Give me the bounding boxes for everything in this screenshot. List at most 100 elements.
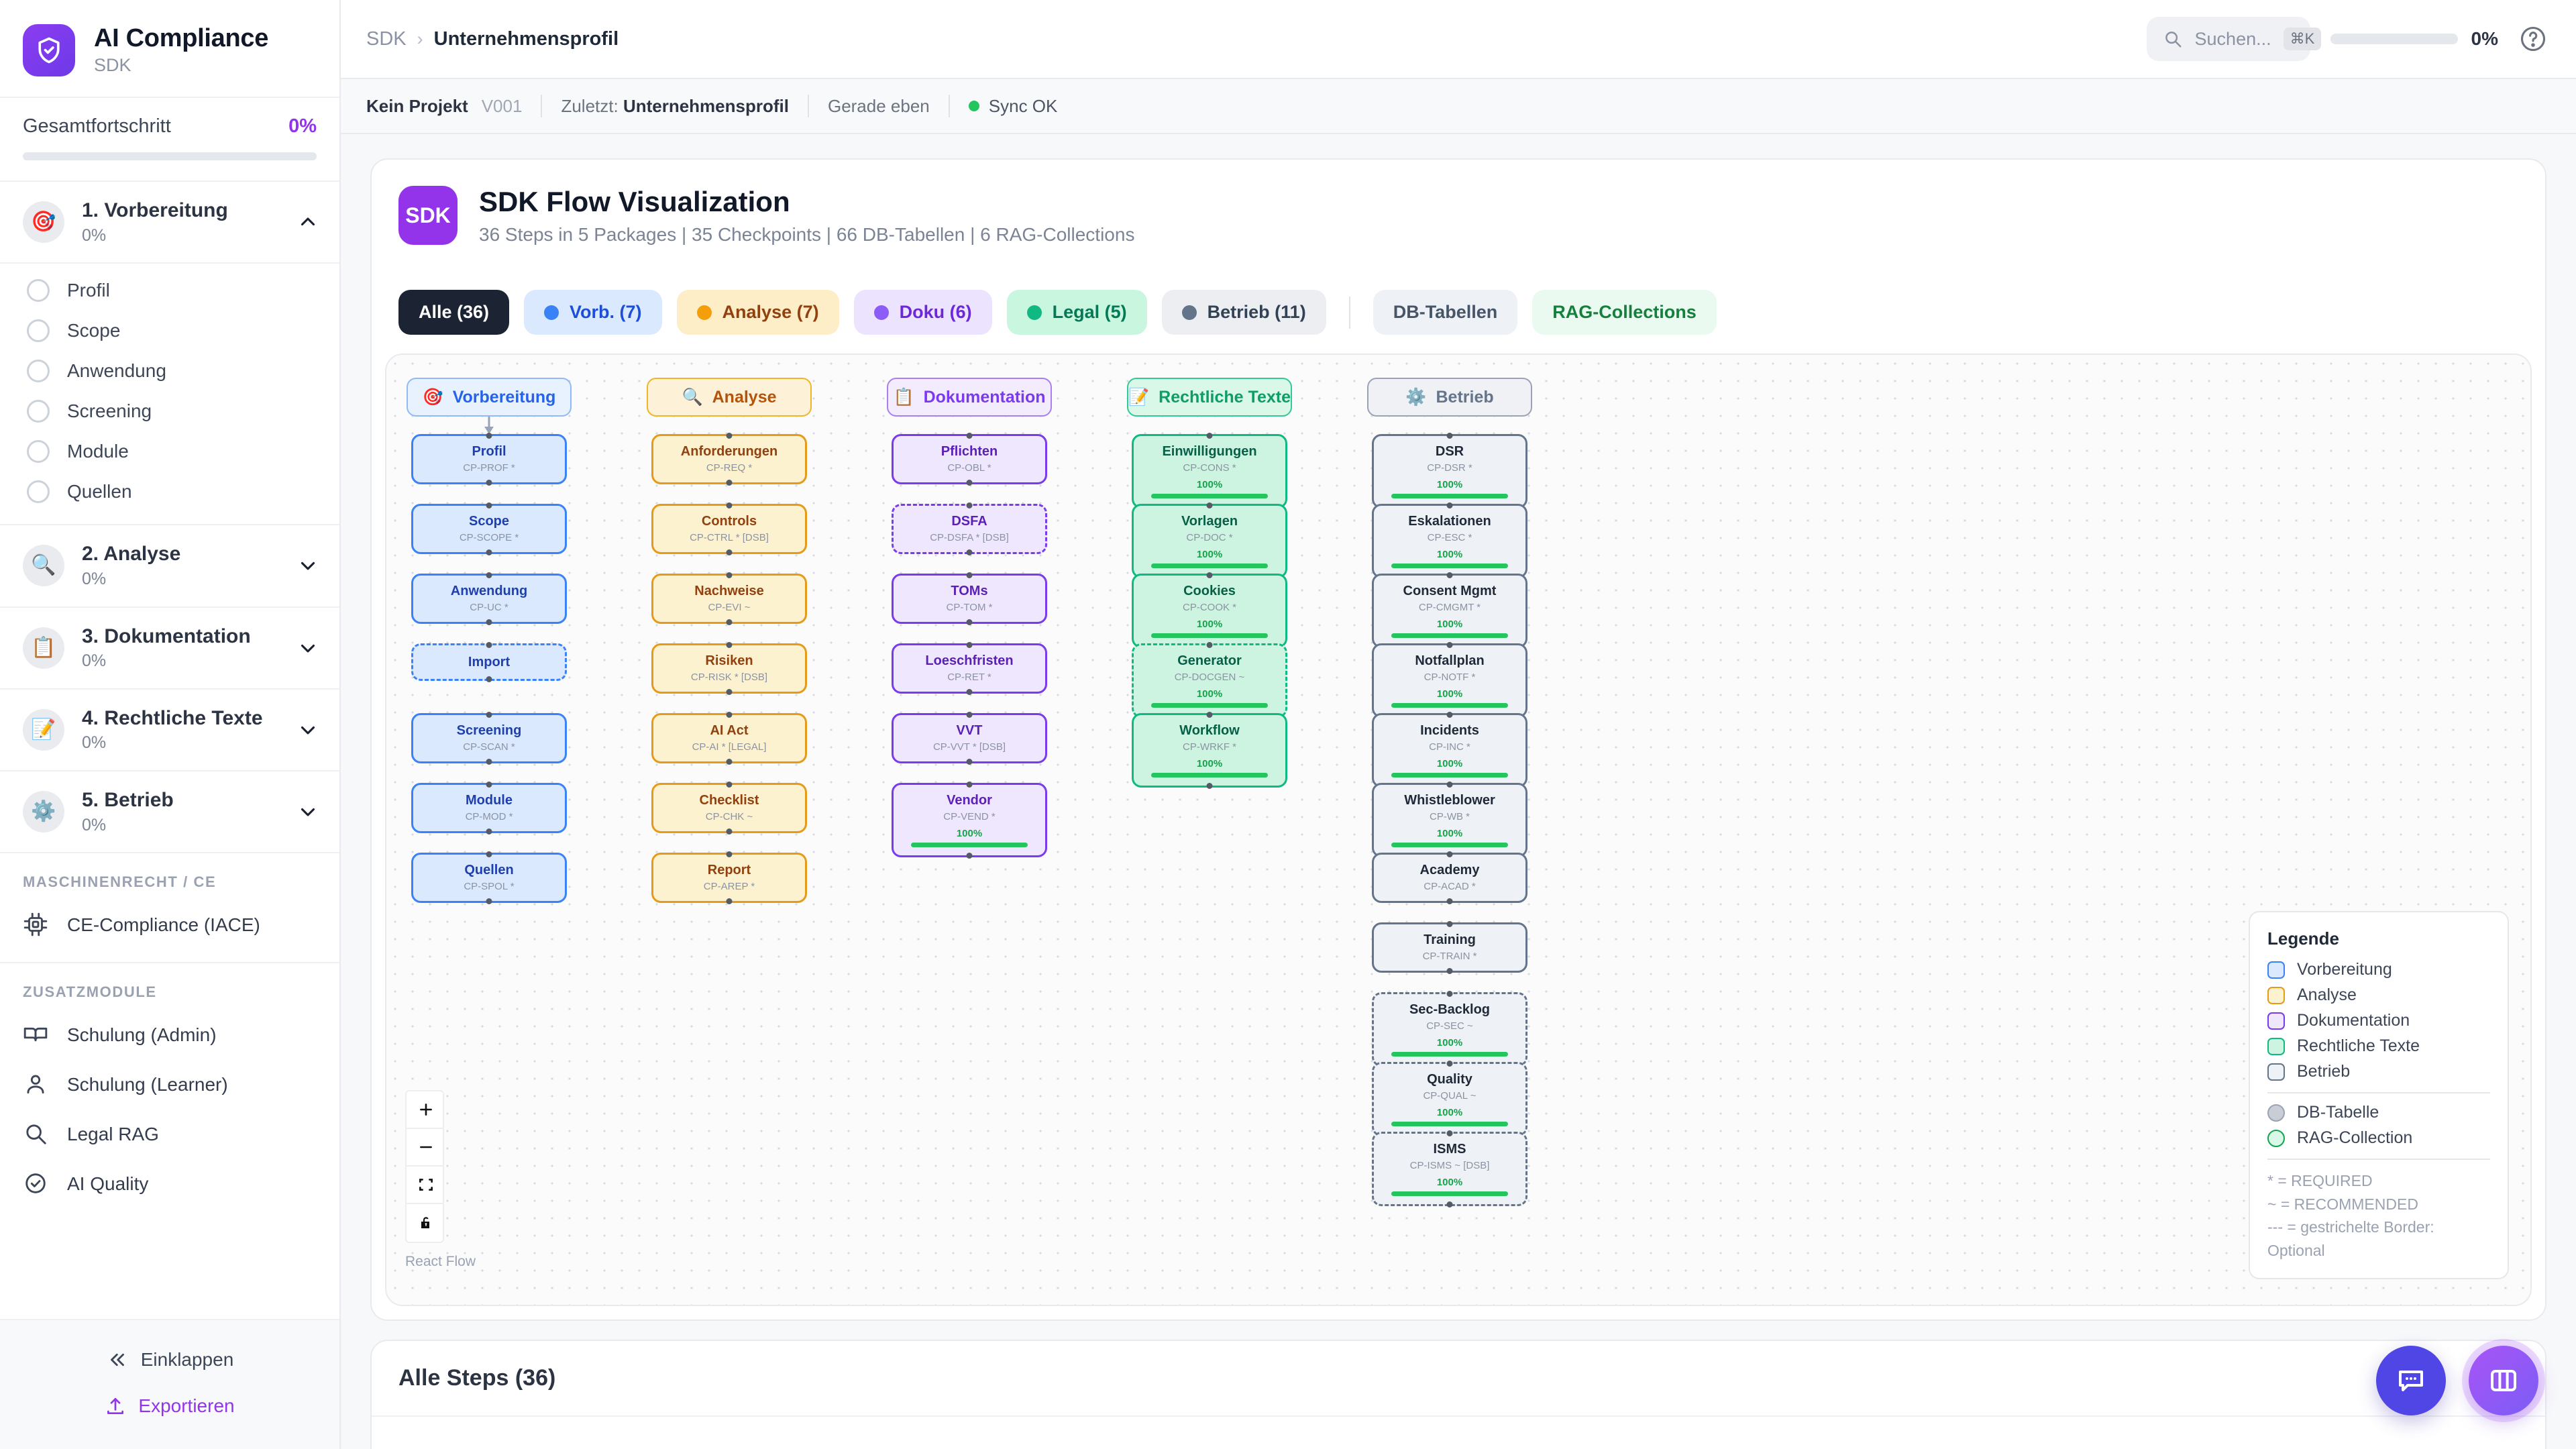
node-handle-bottom[interactable]: [966, 688, 973, 695]
node-handle-bottom[interactable]: [726, 688, 733, 695]
chevron-up-icon[interactable]: [297, 211, 319, 233]
node-handle-top[interactable]: [1446, 921, 1453, 928]
node-handle-top[interactable]: [1446, 642, 1453, 649]
node-handle-bottom[interactable]: [726, 619, 733, 625]
node-handle-bottom[interactable]: [966, 852, 973, 859]
chevron-down-icon[interactable]: [297, 800, 319, 823]
node-handle-top[interactable]: [726, 851, 733, 858]
sidebar-item-quellen[interactable]: Quellen: [0, 472, 339, 512]
node-handle-bottom[interactable]: [726, 898, 733, 904]
node-handle-bottom[interactable]: [726, 479, 733, 486]
filter-chip-legal-5[interactable]: Legal (5): [1006, 290, 1147, 335]
node-handle-bottom[interactable]: [966, 479, 973, 486]
step-status-radio[interactable]: [27, 279, 50, 303]
react-flow-attribution[interactable]: React Flow: [405, 1254, 476, 1270]
sidebar-item-schulung-admin[interactable]: Schulung (Admin): [0, 1010, 339, 1060]
filter-chip-doku-6[interactable]: Doku (6): [853, 290, 992, 335]
node-handle-bottom[interactable]: [486, 479, 492, 486]
sidebar-item-ce-compliance[interactable]: CE-Compliance (IACE): [0, 900, 339, 950]
flow-node-import[interactable]: Import: [411, 642, 567, 683]
step-status-radio[interactable]: [27, 480, 50, 504]
sidebar-item-legal-rag[interactable]: Legal RAG: [0, 1110, 339, 1159]
node-handle-bottom[interactable]: [486, 549, 492, 555]
filter-chip-db-tabellen[interactable]: DB-Tabellen: [1373, 290, 1518, 335]
filter-chip-vorb-7[interactable]: Vorb. (7): [524, 290, 662, 335]
node-handle-top[interactable]: [726, 433, 733, 439]
zoom-in-button[interactable]: [407, 1091, 443, 1130]
node-handle-top[interactable]: [1446, 502, 1453, 509]
node-handle-top[interactable]: [726, 712, 733, 718]
node-handle-top[interactable]: [726, 572, 733, 579]
step-status-radio[interactable]: [27, 440, 50, 464]
node-handle-bottom[interactable]: [966, 619, 973, 625]
node-handle-bottom[interactable]: [1446, 898, 1453, 904]
node-handle-top[interactable]: [1446, 782, 1453, 788]
node-handle-top[interactable]: [726, 782, 733, 788]
node-handle-top[interactable]: [1206, 433, 1213, 439]
flow-canvas[interactable]: 🎯Vorbereitung🔍Analyse📋Dokumentation📝Rech…: [385, 354, 2532, 1307]
chevron-down-icon[interactable]: [297, 637, 319, 659]
node-handle-bottom[interactable]: [486, 898, 492, 904]
node-handle-top[interactable]: [486, 712, 492, 718]
node-handle-bottom[interactable]: [1206, 782, 1213, 789]
sidebar-item-profil[interactable]: Profil: [0, 270, 339, 311]
step-status-radio[interactable]: [27, 360, 50, 383]
fit-view-icon[interactable]: [407, 1167, 443, 1205]
filter-chip-alle-36[interactable]: Alle (36): [398, 290, 510, 335]
node-handle-top[interactable]: [486, 642, 492, 649]
content-scroll[interactable]: SDK SDK Flow Visualization 36 Steps in 5…: [341, 134, 2576, 1449]
node-handle-top[interactable]: [1446, 991, 1453, 998]
node-handle-top[interactable]: [486, 782, 492, 788]
sidebar-item-module[interactable]: Module: [0, 431, 339, 472]
node-handle-top[interactable]: [966, 642, 973, 649]
panel-fab[interactable]: [2469, 1346, 2538, 1415]
node-handle-bottom[interactable]: [1446, 1201, 1453, 1208]
filter-chip-betrieb-11[interactable]: Betrieb (11): [1161, 290, 1326, 335]
filter-chip-rag-collections[interactable]: RAG-Collections: [1532, 290, 1717, 335]
node-handle-top[interactable]: [1446, 712, 1453, 718]
step-status-radio[interactable]: [27, 400, 50, 423]
node-handle-top[interactable]: [966, 712, 973, 718]
node-handle-top[interactable]: [1446, 433, 1453, 439]
chat-fab[interactable]: [2376, 1346, 2446, 1415]
node-handle-top[interactable]: [486, 502, 492, 509]
node-handle-top[interactable]: [1446, 572, 1453, 579]
node-handle-top[interactable]: [1206, 502, 1213, 509]
node-handle-bottom[interactable]: [726, 549, 733, 555]
node-handle-top[interactable]: [966, 572, 973, 579]
node-handle-top[interactable]: [1446, 1061, 1453, 1067]
node-handle-top[interactable]: [726, 642, 733, 649]
node-handle-bottom[interactable]: [966, 758, 973, 765]
node-handle-top[interactable]: [726, 502, 733, 509]
node-handle-top[interactable]: [966, 782, 973, 788]
collapse-sidebar-button[interactable]: Einklappen: [0, 1336, 339, 1383]
search-input[interactable]: Suchen... ⌘K: [2146, 17, 2322, 61]
